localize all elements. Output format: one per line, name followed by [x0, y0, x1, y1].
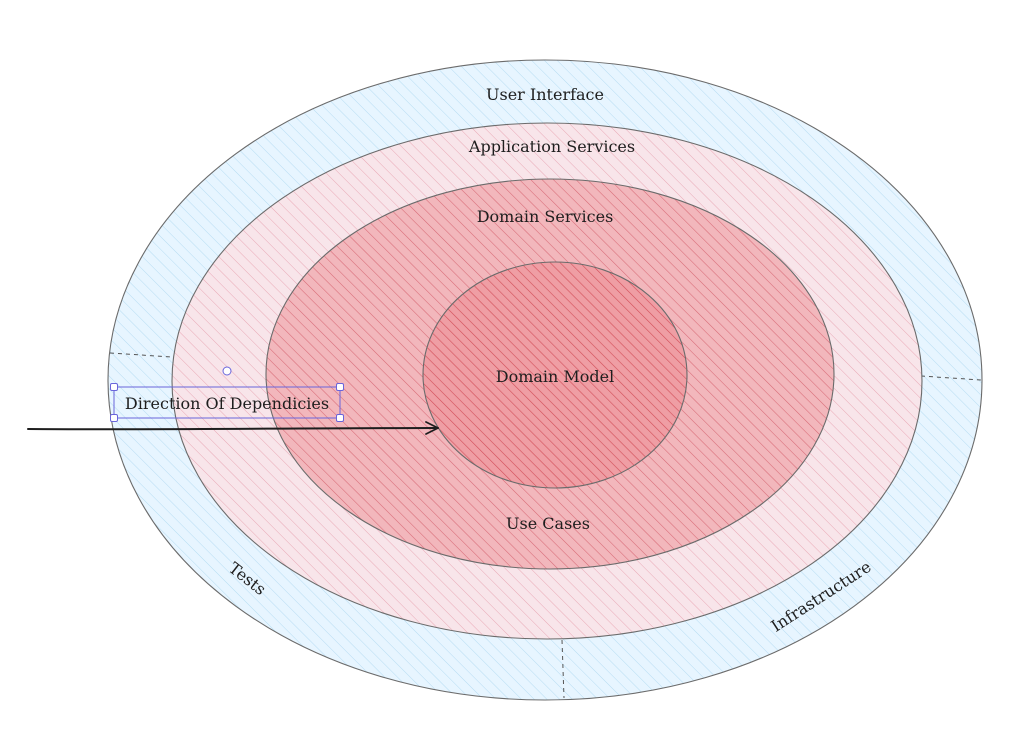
- resize-handle-top-left[interactable]: [110, 383, 118, 391]
- divider-left: [109, 352, 173, 358]
- label-use-cases: Use Cases: [506, 514, 590, 533]
- divider-right: [920, 375, 982, 381]
- arrow-shaft: [27, 427, 439, 431]
- dependency-arrow[interactable]: [27, 421, 439, 435]
- resize-handle-bottom-left[interactable]: [110, 414, 118, 422]
- label-application-services: Application Services: [468, 137, 635, 156]
- label-domain-model: Domain Model: [496, 367, 615, 386]
- layer-domain-model[interactable]: [422, 261, 688, 489]
- divider-bottom: [561, 639, 565, 699]
- resize-handle-bottom-right[interactable]: [336, 414, 344, 422]
- rotation-handle[interactable]: [222, 366, 232, 376]
- label-domain-services: Domain Services: [477, 207, 614, 226]
- arrow-head-icon: [425, 421, 439, 435]
- resize-handle-top-right[interactable]: [336, 383, 344, 391]
- arrow-label-selection[interactable]: Direction Of Dependicies: [110, 366, 344, 422]
- selection-box: [113, 386, 341, 419]
- label-user-interface: User Interface: [486, 85, 604, 104]
- label-direction-of-dependencies[interactable]: Direction Of Dependicies: [125, 394, 329, 413]
